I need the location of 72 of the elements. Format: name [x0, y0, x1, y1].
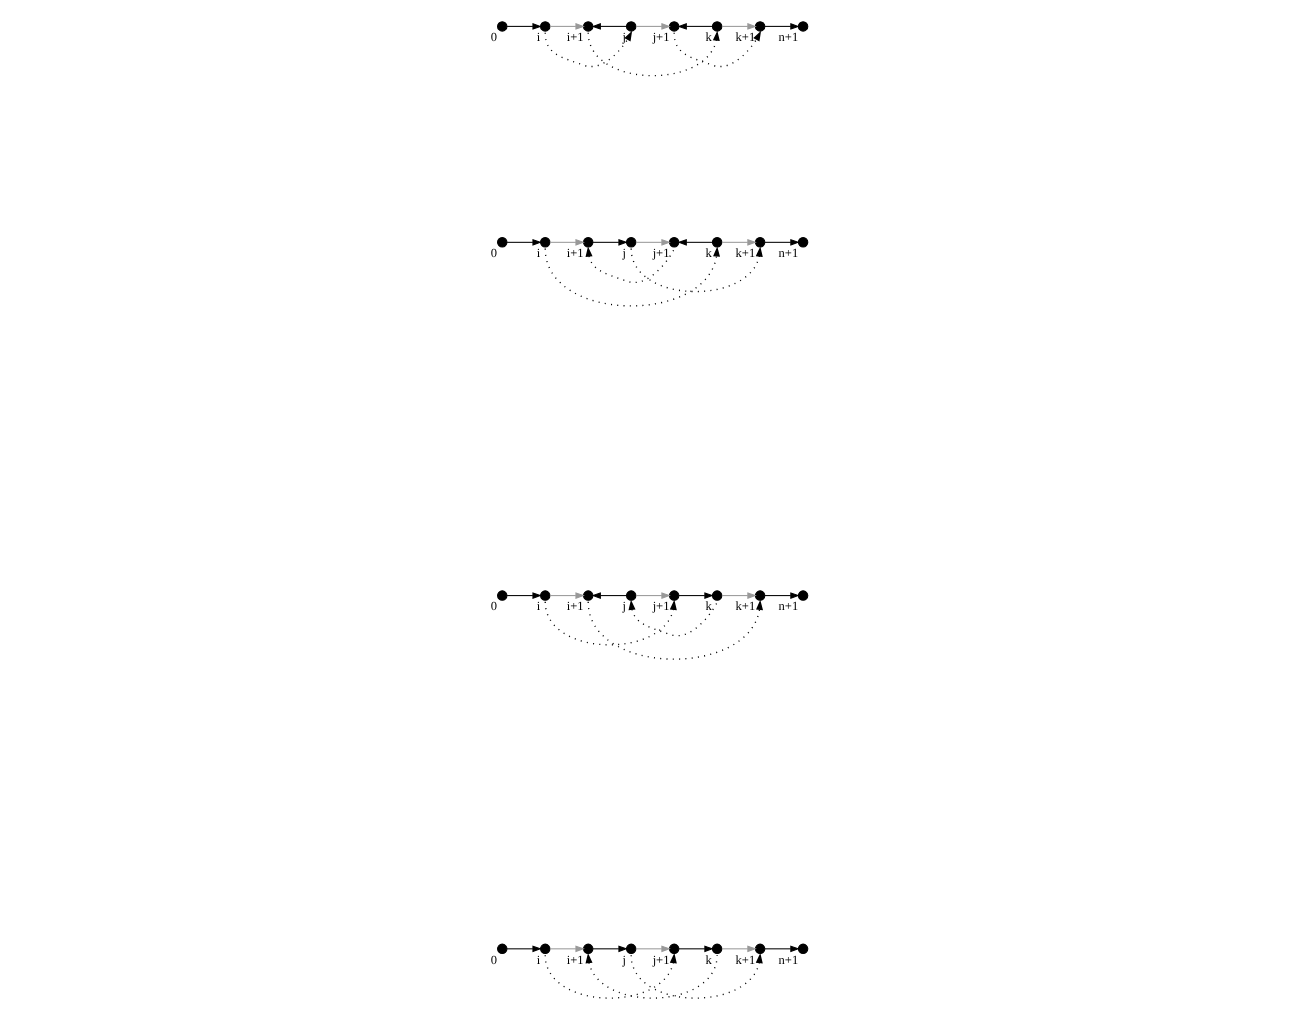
- arrow: [677, 592, 713, 599]
- node-circle: [753, 237, 765, 248]
- arrow: [505, 945, 541, 953]
- arrow: [720, 592, 756, 599]
- arrow: [548, 239, 584, 246]
- node-circle: [753, 21, 765, 32]
- node-circle: [667, 943, 679, 955]
- node-circle: [710, 237, 722, 248]
- node-circle: [624, 943, 636, 955]
- arrow: [584, 953, 717, 999]
- arrow: [720, 239, 756, 246]
- arrow: [720, 23, 756, 30]
- node-circle: [539, 943, 550, 955]
- arrow: [634, 23, 670, 30]
- arrow: [543, 953, 676, 999]
- arrow: [586, 30, 719, 77]
- arrow: [505, 239, 541, 246]
- node-circle: [496, 21, 507, 32]
- node-circle: [624, 21, 636, 32]
- arrow: [505, 23, 541, 30]
- node-circle: [796, 943, 808, 955]
- node-circle: [539, 237, 550, 248]
- arrow: [720, 945, 756, 953]
- node-circle: [496, 590, 507, 601]
- arrow: [586, 599, 763, 660]
- node-circle: [539, 590, 550, 601]
- node-circle: [496, 943, 507, 955]
- node-circle: [624, 237, 636, 248]
- arrow: [543, 30, 632, 68]
- arrow: [763, 945, 799, 953]
- arrow: [591, 239, 627, 246]
- arrow: [629, 953, 762, 999]
- node-circle: [581, 943, 593, 955]
- node-circle: [796, 590, 808, 601]
- node-circle: [667, 21, 679, 32]
- node-circle: [581, 590, 593, 601]
- arrow: [505, 592, 541, 599]
- node-circle: [581, 21, 593, 32]
- node-circle: [496, 237, 507, 248]
- arrow: [590, 23, 626, 30]
- arrow: [677, 945, 713, 953]
- node-circle: [539, 21, 550, 32]
- arrow: [548, 945, 584, 953]
- arrow: [548, 23, 584, 30]
- arrow: [672, 30, 761, 68]
- arrow: [676, 239, 712, 246]
- arrow: [634, 945, 670, 953]
- node-circle: [796, 237, 808, 248]
- arrow: [763, 239, 799, 246]
- node-circle: [667, 237, 679, 248]
- arrow: [590, 592, 626, 599]
- arrow: [676, 23, 712, 30]
- arrow: [584, 246, 674, 284]
- node-circle: [667, 590, 679, 601]
- node-circle: [581, 237, 593, 248]
- node-circle: [710, 21, 722, 32]
- node-circle: [710, 943, 722, 955]
- arrow: [627, 599, 717, 637]
- arrow: [634, 592, 670, 599]
- node-circle: [710, 590, 722, 601]
- arrow: [591, 945, 627, 953]
- arrow: [543, 599, 676, 646]
- arrow: [548, 592, 584, 599]
- arrow: [629, 246, 762, 293]
- arrow: [763, 592, 799, 599]
- arrow: [543, 246, 720, 307]
- node-circle: [796, 21, 808, 32]
- node-circle: [624, 590, 636, 601]
- node-circle: [753, 590, 765, 601]
- node-circle: [753, 943, 765, 955]
- arrow: [763, 23, 799, 30]
- arrow: [634, 239, 670, 246]
